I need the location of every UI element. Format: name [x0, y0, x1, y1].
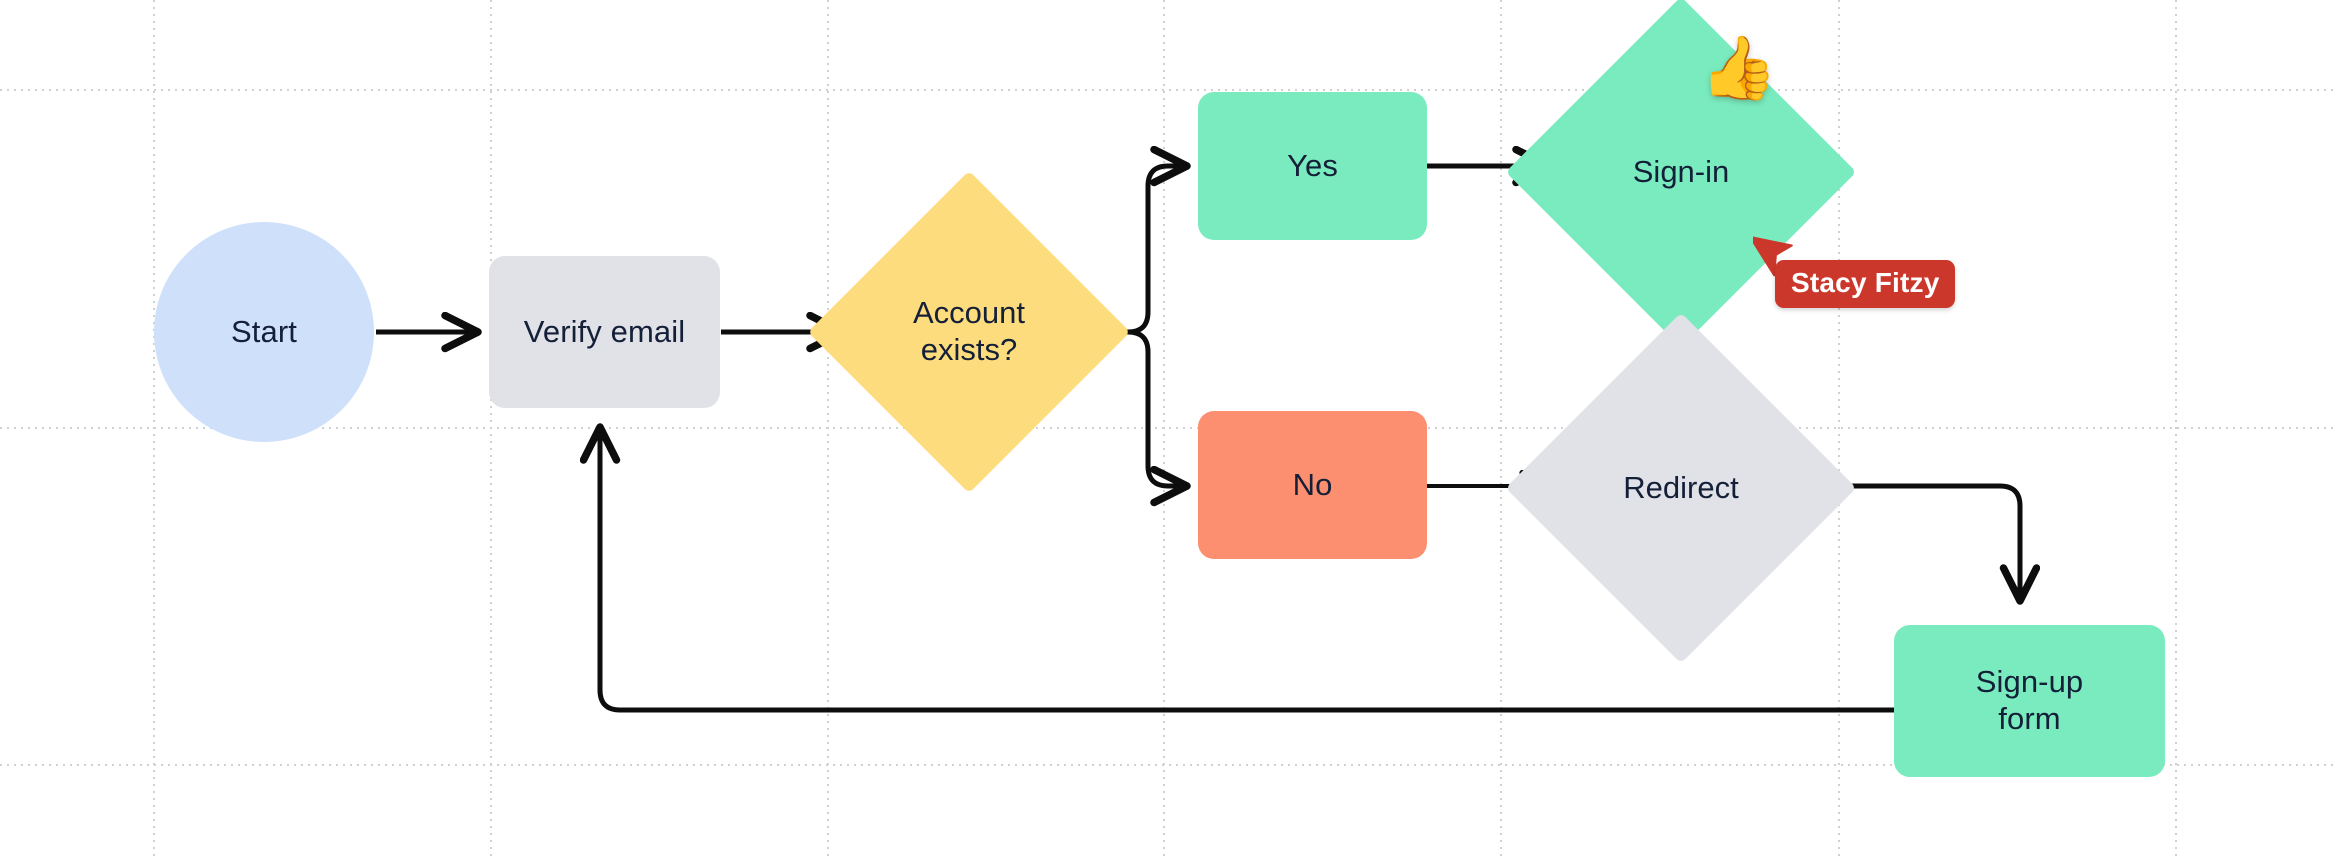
edge-redirect-to-signup: [1804, 483, 2020, 600]
node-sign-up-form-label: Sign-up form: [1975, 664, 2084, 736]
node-start[interactable]: Start: [154, 222, 374, 442]
edge-decision-to-no: [1085, 329, 1186, 486]
node-redirect[interactable]: Redirect: [1505, 312, 1857, 664]
node-sign-in[interactable]: Sign-in: [1505, 0, 1857, 348]
node-account-exists-label: Account exists?: [912, 295, 1025, 367]
node-sign-up-form[interactable]: Sign-up form: [1894, 625, 2165, 777]
edge-signup-back-to-verify: [600, 428, 1894, 713]
node-start-label: Start: [231, 313, 297, 349]
node-no-label: No: [1292, 466, 1333, 502]
node-yes[interactable]: Yes: [1198, 92, 1427, 240]
node-yes-label: Yes: [1287, 147, 1338, 183]
node-account-exists[interactable]: Account exists?: [807, 170, 1131, 494]
cursor-name-label: Stacy Fitzy: [1775, 260, 1956, 308]
thumbs-up-icon[interactable]: 👍: [1700, 30, 1778, 108]
thumbs-up-glyph: 👍: [1700, 34, 1778, 103]
node-no[interactable]: No: [1198, 411, 1427, 559]
node-redirect-label: Redirect: [1623, 469, 1739, 505]
node-sign-in-label: Sign-in: [1632, 153, 1730, 189]
node-verify-email-label: Verify email: [523, 313, 686, 349]
cursor-pointer-icon: [1753, 235, 1793, 277]
node-verify-email[interactable]: Verify email: [489, 256, 720, 408]
